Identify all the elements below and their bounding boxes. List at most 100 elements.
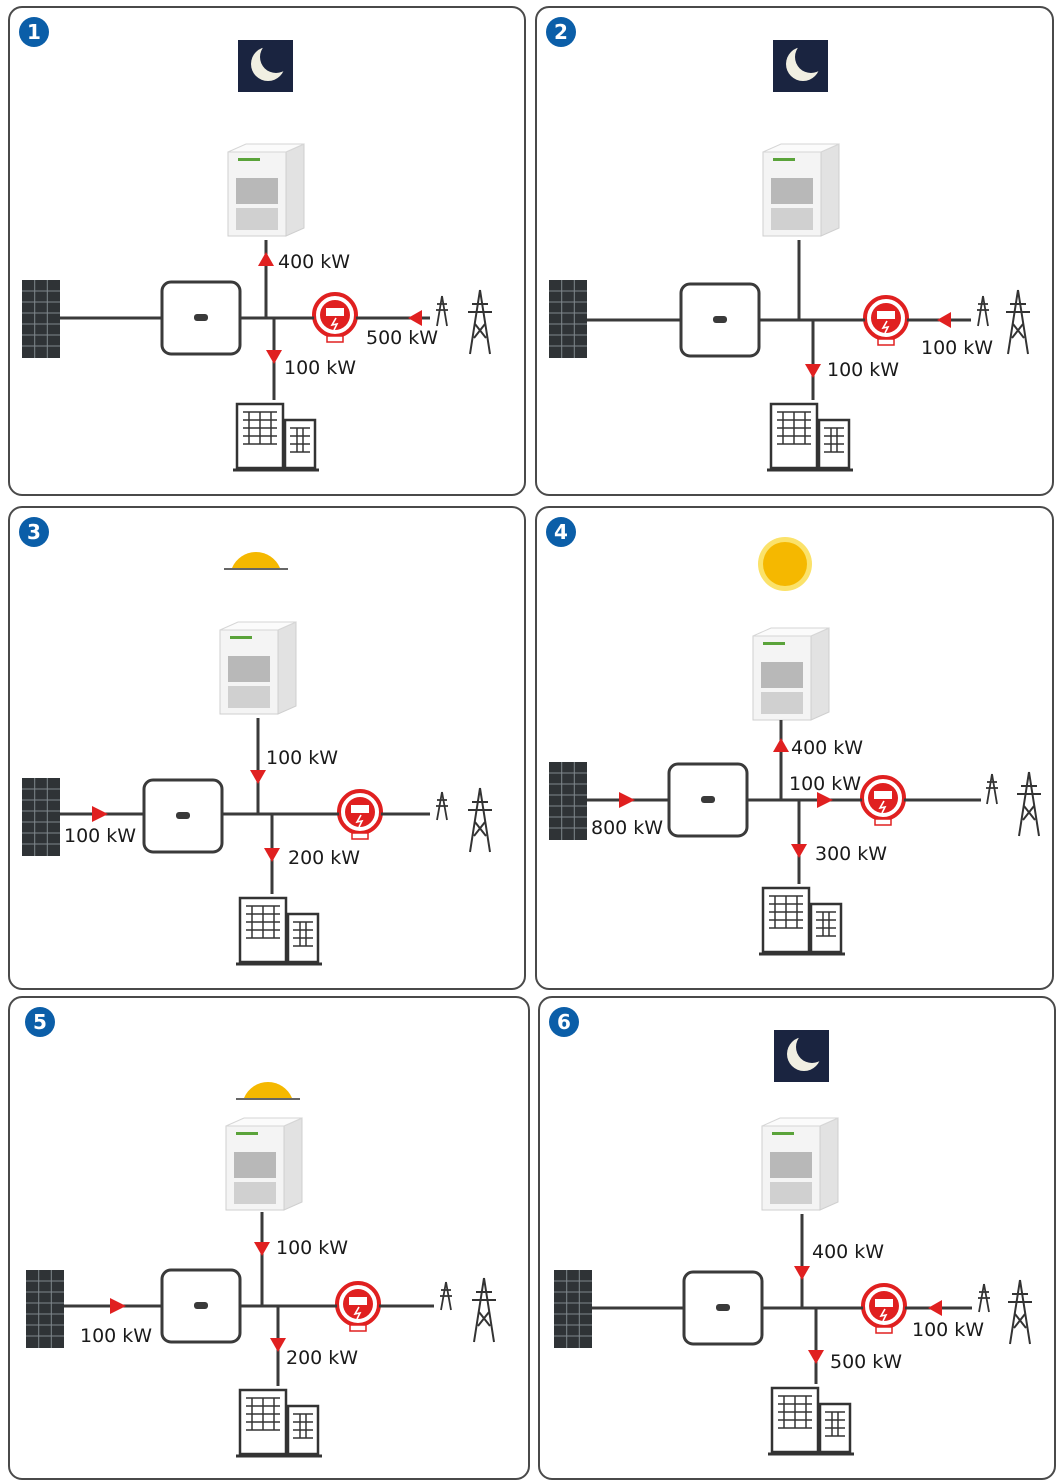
flow-label-load: 300 kW [815, 843, 887, 865]
flow-arrow-load [805, 364, 821, 378]
flow-label-grid: 500 kW [366, 327, 438, 349]
flow-arrow-cabinet [794, 1266, 810, 1280]
flow-label-cabinet: 400 kW [812, 1241, 884, 1263]
scenario-panel-2: 2 100 kW 100 kW [535, 6, 1054, 496]
svg-text:2: 2 [554, 20, 568, 44]
scenario-panel-3: 3 100 kW 100 kW 200 kW [8, 506, 526, 990]
connection-lines [60, 240, 430, 400]
pv-panel-icon [22, 778, 60, 856]
flow-arrow-meter [817, 792, 833, 808]
battery-cabinet-icon [227, 143, 305, 237]
power-meter-icon [337, 789, 383, 840]
power-meter-icon [863, 295, 909, 346]
moon-icon [238, 40, 293, 92]
flow-label-load: 100 kW [284, 357, 356, 379]
power-meter-icon [860, 775, 906, 826]
flow-arrow-load [808, 1350, 824, 1364]
sunrise-icon [236, 1082, 300, 1100]
flow-arrow-load [266, 350, 282, 364]
inverter-icon [682, 1270, 764, 1346]
grid-pylon-icon [440, 1277, 496, 1343]
panel-3-diagram: 3 100 kW 100 kW 200 kW [19, 517, 492, 966]
number-badge: 1 [19, 17, 49, 47]
power-meter-icon [335, 1281, 381, 1332]
flow-arrow-pv [619, 792, 635, 808]
flow-label-pv: 100 kW [80, 1325, 152, 1347]
flow-label-meter: 100 kW [789, 773, 861, 795]
building-icon [233, 402, 319, 472]
flow-label-cabinet: 100 kW [266, 747, 338, 769]
grid-pylon-icon [436, 787, 492, 853]
svg-text:5: 5 [33, 1010, 47, 1034]
flow-label-grid: 100 kW [921, 337, 993, 359]
flow-arrow-cabinet [773, 738, 789, 752]
flow-label-load: 500 kW [830, 1351, 902, 1373]
panel-2-diagram: 2 100 kW 100 kW [546, 17, 1030, 472]
number-badge: 2 [546, 17, 576, 47]
svg-text:6: 6 [557, 1010, 571, 1034]
connection-lines [587, 720, 981, 884]
grid-pylon-icon [436, 289, 492, 355]
flow-arrow-grid [408, 310, 422, 326]
moon-icon [773, 40, 828, 92]
svg-text:4: 4 [554, 520, 568, 544]
battery-cabinet-icon [225, 1117, 303, 1211]
flow-arrow-load [791, 844, 807, 858]
power-meter-icon [312, 292, 358, 343]
building-icon [759, 886, 845, 956]
inverter-icon [667, 762, 749, 838]
panel-6-diagram: 6 400 kW 100 kW 500 kW [549, 1007, 1032, 1456]
flow-arrow-grid [928, 1300, 942, 1316]
connection-lines [592, 1214, 972, 1384]
scenario-panel-6: 6 400 kW 100 kW 500 kW [538, 996, 1056, 1480]
panel-5-diagram: 5 100 kW 100 kW 200 kW [25, 1007, 496, 1458]
sun-icon [758, 537, 812, 591]
inverter-icon [679, 282, 761, 358]
flow-label-cabinet: 100 kW [276, 1237, 348, 1259]
battery-cabinet-icon [762, 143, 840, 237]
grid-pylon-icon [978, 1279, 1032, 1345]
building-icon [236, 1388, 322, 1458]
number-badge: 6 [549, 1007, 579, 1037]
grid-pylon-icon [986, 771, 1041, 837]
flow-arrow-load [270, 1338, 286, 1352]
svg-text:3: 3 [27, 520, 41, 544]
flow-arrow-cabinet [258, 252, 274, 266]
scenario-panel-1: 1 400 kW 100 kW 500 kW [8, 6, 526, 496]
battery-cabinet-icon [752, 627, 830, 721]
flow-label-load: 200 kW [286, 1347, 358, 1369]
flow-label-pv: 800 kW [591, 817, 663, 839]
scenario-panel-4: 4 800 kW 400 kW 100 kW 300 kW [535, 506, 1054, 990]
moon-icon [774, 1030, 829, 1082]
pv-panel-icon [549, 280, 587, 358]
flow-label-pv: 100 kW [64, 825, 136, 847]
power-meter-icon [861, 1283, 907, 1334]
inverter-icon [142, 778, 224, 854]
scenario-panel-5: 5 100 kW 100 kW 200 kW [8, 996, 530, 1480]
inverter-icon [160, 1268, 242, 1344]
flow-arrow-pv [110, 1298, 126, 1314]
building-icon [236, 896, 322, 966]
number-badge: 4 [546, 517, 576, 547]
pv-panel-icon [26, 1270, 64, 1348]
pv-panel-icon [22, 280, 60, 358]
flow-arrow-cabinet [250, 770, 266, 784]
grid-pylon-icon [977, 289, 1030, 355]
sunrise-icon [224, 552, 288, 570]
connection-lines [587, 240, 971, 400]
flow-label-cabinet: 400 kW [278, 251, 350, 273]
panel-1-diagram: 1 400 kW 100 kW 500 kW [19, 17, 492, 472]
building-icon [767, 402, 853, 472]
number-badge: 3 [19, 517, 49, 547]
svg-text:1: 1 [27, 20, 41, 44]
flow-arrow-cabinet [254, 1242, 270, 1256]
pv-panel-icon [549, 762, 587, 840]
flow-label-load: 100 kW [827, 359, 899, 381]
number-badge: 5 [25, 1007, 55, 1037]
flow-label-load: 200 kW [288, 847, 360, 869]
building-icon [768, 1386, 854, 1456]
pv-panel-icon [554, 1270, 592, 1348]
flow-arrow-load [264, 848, 280, 862]
inverter-icon [160, 280, 242, 356]
flow-arrow-pv [92, 806, 108, 822]
